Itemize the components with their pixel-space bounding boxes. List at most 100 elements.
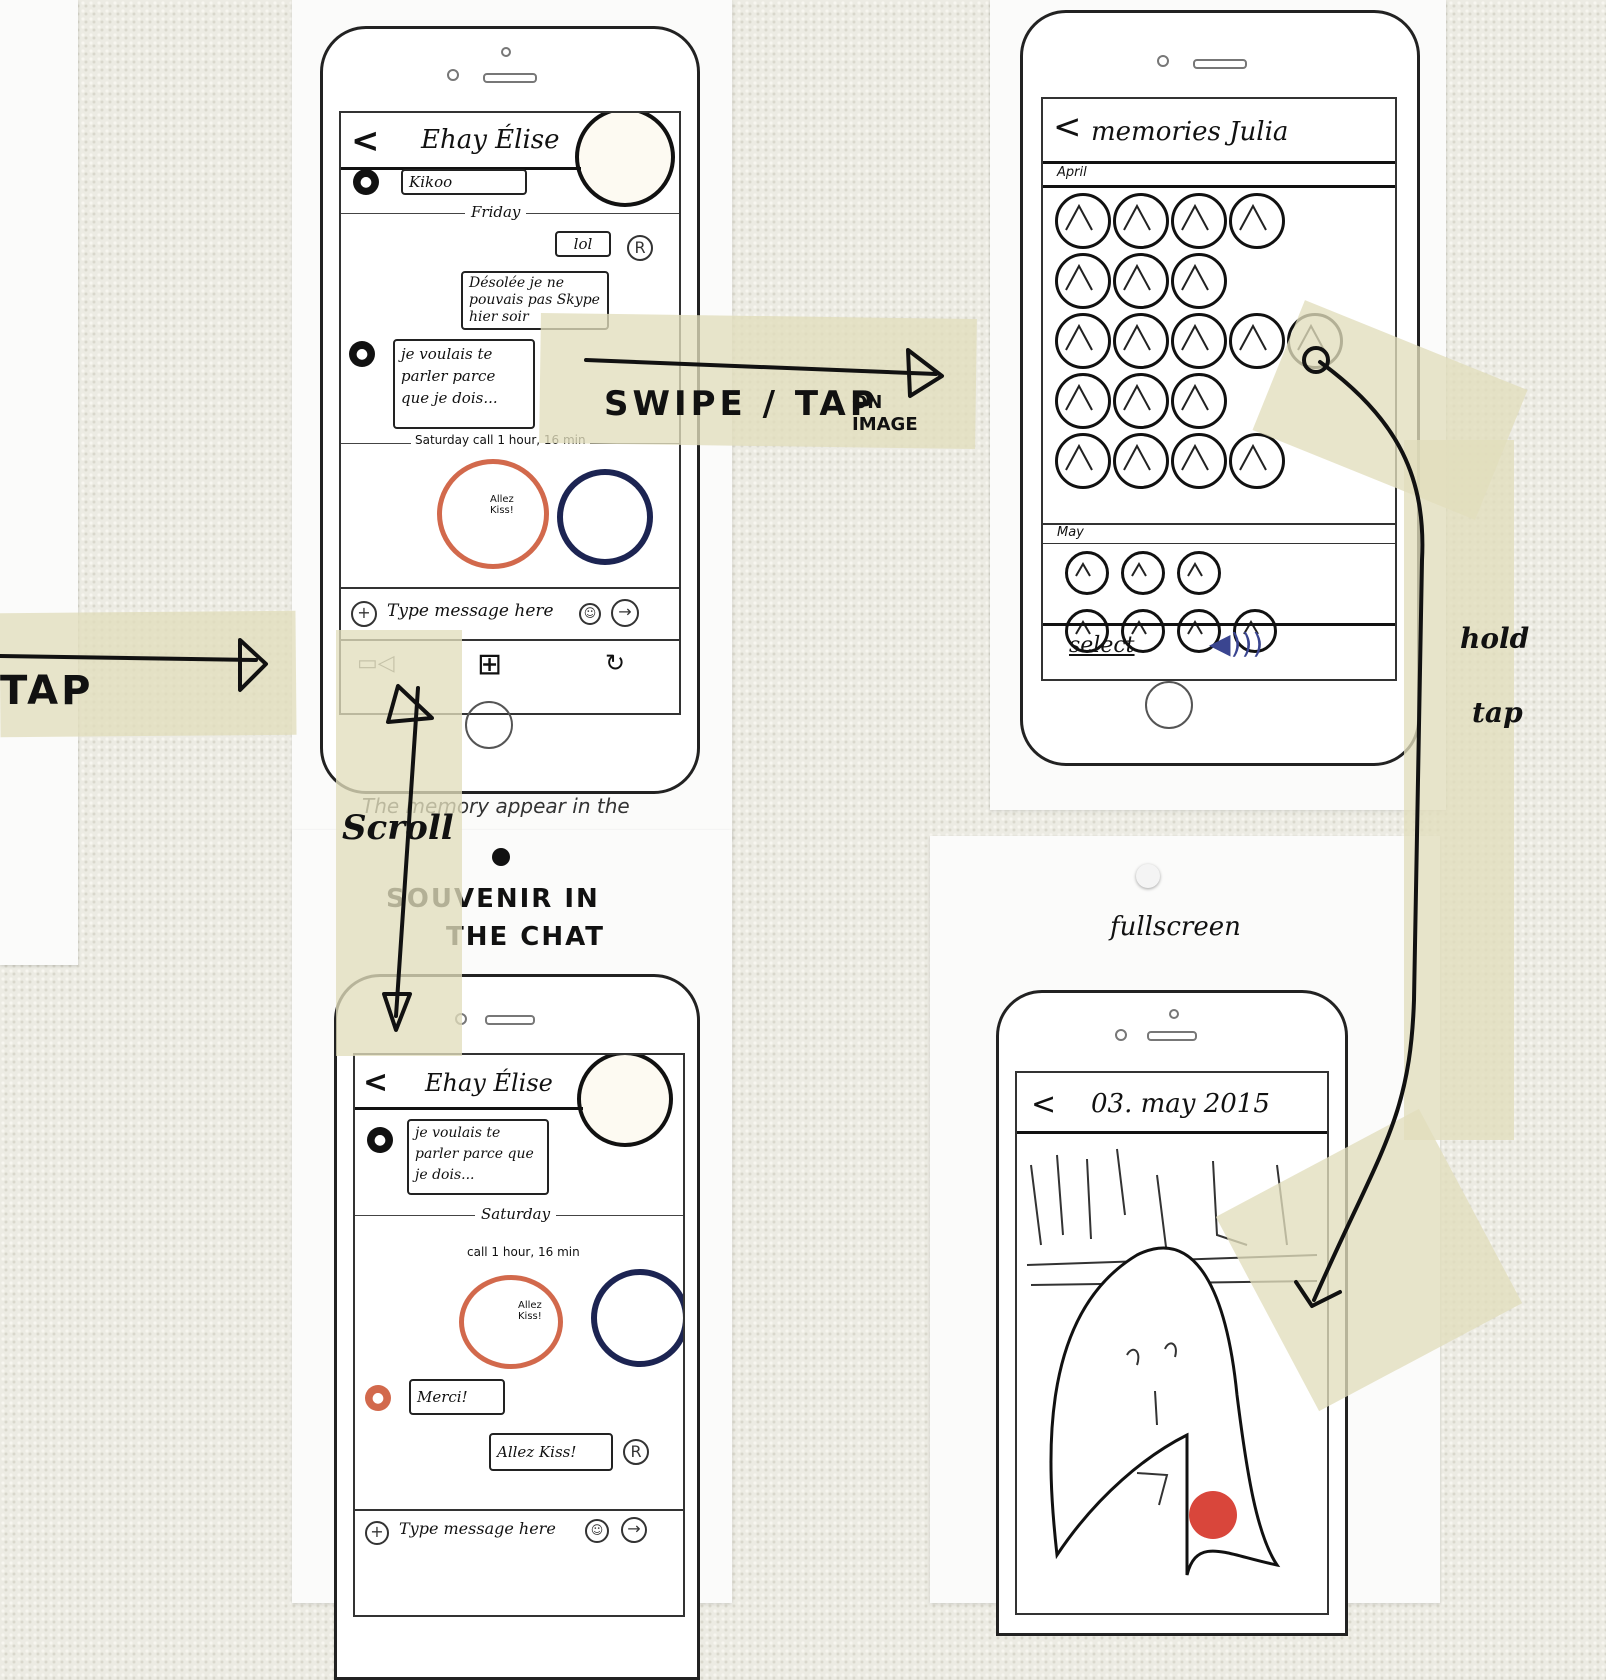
- memory-sticker-photo[interactable]: Allez Kiss!: [437, 459, 549, 569]
- chat-title: Ehay Élise: [421, 125, 560, 155]
- memory-thumbnail[interactable]: [1121, 551, 1165, 595]
- msg-kikoo: Kikoo: [401, 169, 527, 195]
- may-divider-top: [1043, 523, 1395, 525]
- memory-thumbnail[interactable]: [1055, 253, 1111, 309]
- home-button[interactable]: [1145, 681, 1193, 729]
- memory-thumbnail[interactable]: [1177, 551, 1221, 595]
- pushpin-white: [1136, 864, 1160, 888]
- photo-date: 03. may 2015: [1091, 1089, 1270, 1119]
- memories-title: memories Julia: [1091, 117, 1289, 147]
- msg-voulais: je voulais te parler parce que je dois..…: [407, 1119, 549, 1195]
- back-icon[interactable]: <: [1053, 107, 1082, 147]
- memory-thumbnail[interactable]: [1113, 433, 1169, 489]
- sticker-text: Allez Kiss!: [490, 494, 514, 516]
- scroll-label: Scroll: [342, 808, 454, 848]
- left-sheet: [0, 0, 78, 965]
- select-button[interactable]: select: [1069, 633, 1135, 658]
- contact-avatar[interactable]: [577, 1055, 673, 1147]
- camera: [1115, 1029, 1127, 1041]
- memory-thumbnail[interactable]: [1171, 433, 1227, 489]
- user-avatar-icon: R: [623, 1439, 649, 1465]
- camera: [1157, 55, 1169, 67]
- chat-screen-2: < Ehay Élise ● je voulais te parler parc…: [353, 1053, 685, 1617]
- memory-thumbnail[interactable]: [1171, 373, 1227, 429]
- back-icon[interactable]: <: [351, 121, 380, 161]
- back-icon[interactable]: <: [363, 1065, 389, 1100]
- phone-memories: < memories Julia April May select ◀))): [1020, 10, 1420, 766]
- speaker: [1147, 1031, 1197, 1041]
- memory-thumbnail[interactable]: [1171, 253, 1227, 309]
- memory-thumbnail[interactable]: [1055, 193, 1111, 249]
- gift-icon[interactable]: ⊞: [477, 647, 503, 682]
- camera: [447, 69, 459, 81]
- send-button[interactable]: →: [621, 1517, 647, 1543]
- red-nose-dot: [1189, 1491, 1237, 1539]
- emoji-icon[interactable]: ☺: [585, 1519, 609, 1543]
- memory-thumbnail[interactable]: [1065, 551, 1109, 595]
- memory-thumbnail[interactable]: [1065, 609, 1109, 653]
- phone-chat-2: < Ehay Élise ● je voulais te parler parc…: [334, 974, 700, 1680]
- on-image-label: ON IMAGE: [852, 392, 918, 435]
- header-divider: [1043, 161, 1395, 164]
- speaker: [483, 73, 537, 83]
- send-button[interactable]: →: [611, 599, 639, 627]
- contact-avatar[interactable]: [575, 113, 675, 207]
- tape-hold-tap-side: [1404, 440, 1514, 1140]
- divider-call: call 1 hour, 16 min: [467, 1245, 580, 1259]
- msg-allez: Allez Kiss!: [489, 1433, 613, 1471]
- speaker: [1193, 59, 1247, 69]
- memory-thumbnail[interactable]: [1171, 313, 1227, 369]
- msg-merci: Merci!: [409, 1379, 505, 1415]
- sender-avatar: ●: [367, 1127, 393, 1153]
- back-icon[interactable]: <: [1031, 1087, 1057, 1122]
- memory-thumbnail[interactable]: [1233, 609, 1277, 653]
- souvenir-line-2: THE CHAT: [446, 922, 605, 952]
- refresh-icon[interactable]: ↻: [605, 649, 626, 677]
- memory-thumbnail[interactable]: [1229, 193, 1285, 249]
- memory-thumbnail[interactable]: [1113, 253, 1169, 309]
- input-bar-line: [355, 1509, 683, 1511]
- memory-thumbnail[interactable]: [1055, 373, 1111, 429]
- friend-avatar: ●: [365, 1385, 391, 1411]
- tap-hold-label: tap: [1472, 696, 1523, 729]
- header-divider: [355, 1107, 583, 1110]
- add-icon[interactable]: +: [351, 601, 377, 627]
- memory-thumbnail[interactable]: [1121, 609, 1165, 653]
- memory-thumbnail[interactable]: [1229, 433, 1285, 489]
- memory-sticker-photo-2[interactable]: [591, 1269, 683, 1367]
- memory-thumbnail[interactable]: [1113, 313, 1169, 369]
- msg-lol: lol: [555, 231, 611, 257]
- divider-friday: Friday: [465, 203, 527, 221]
- add-icon[interactable]: +: [365, 1521, 389, 1545]
- memory-thumbnail[interactable]: [1171, 193, 1227, 249]
- emoji-icon[interactable]: ☺: [579, 603, 601, 625]
- home-button[interactable]: [465, 701, 513, 749]
- message-input[interactable]: Type message here: [387, 601, 554, 621]
- may-grid: [1065, 551, 1365, 653]
- fullscreen-label: fullscreen: [1110, 912, 1241, 942]
- chat-title: Ehay Élise: [425, 1069, 553, 1097]
- audio-icon[interactable]: ◀))): [1209, 627, 1264, 660]
- swipe-tap-label: SWIPE / TAP: [604, 384, 879, 424]
- month-may: May: [1057, 525, 1084, 540]
- divider-saturday: Saturday: [475, 1205, 557, 1223]
- pushpin: [492, 848, 510, 866]
- sender-avatar-2: ●: [349, 341, 375, 367]
- memory-thumbnail[interactable]: [1055, 313, 1111, 369]
- memory-photo-sketch[interactable]: [1017, 1135, 1327, 1615]
- may-divider: [1043, 543, 1395, 544]
- memory-sticker-photo[interactable]: Allez Kiss!: [459, 1275, 563, 1369]
- memory-thumbnail[interactable]: [1177, 609, 1221, 653]
- fullscreen-screen: < 03. may 2015: [1015, 1071, 1329, 1615]
- april-grid: [1055, 193, 1385, 513]
- memory-thumbnail[interactable]: [1055, 433, 1111, 489]
- front-sensor: [1169, 1009, 1179, 1019]
- memory-thumbnail[interactable]: [1229, 313, 1285, 369]
- memory-thumbnail[interactable]: [1113, 373, 1169, 429]
- memory-thumbnail[interactable]: [1113, 193, 1169, 249]
- april-divider: [1043, 185, 1395, 188]
- message-input[interactable]: Type message here: [399, 1519, 556, 1538]
- msg-voulais: je voulais te parler parce que je dois..…: [393, 339, 535, 429]
- input-bar-line: [341, 587, 679, 589]
- memory-sticker-photo-2[interactable]: [557, 469, 653, 565]
